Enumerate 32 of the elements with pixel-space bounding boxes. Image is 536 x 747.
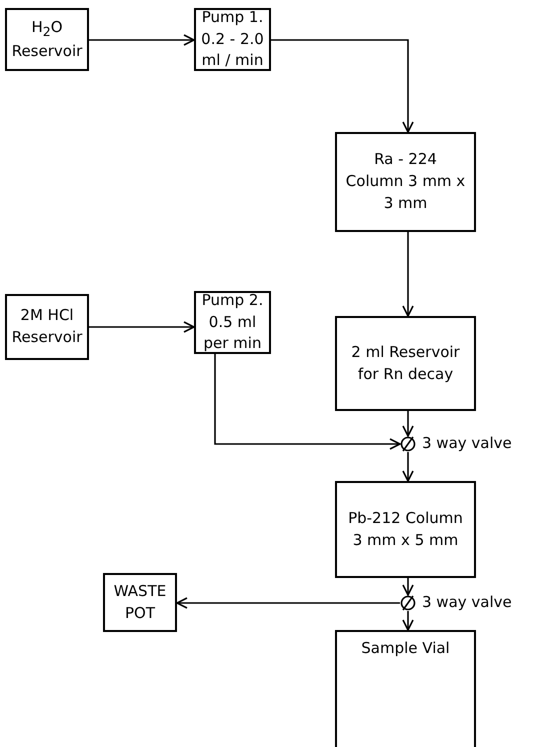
arrow [89,321,195,333]
arrow [214,354,401,450]
valve-symbol [400,595,416,611]
arrow [402,232,414,317]
arrow [402,452,414,482]
valve-symbol [400,436,416,452]
node-label: 2 ml Reservoir for Rn decay [350,342,461,384]
arrow [402,578,414,596]
node-label: H$_{2}$O Reservoir [10,16,84,62]
node-label: WASTE POT [112,580,168,624]
node-label: Pump 2. 0.5 ml per min [200,290,264,354]
node-label: Pb-212 Column 3 mm x 5 mm [347,508,464,550]
valve-label: 3 way valve [422,434,512,452]
node-label: Pump 1. 0.2 - 2.0 ml / min [200,6,265,72]
process-box [335,316,476,411]
process-box [194,291,271,354]
node-label: Ra - 224 Column 3 mm x 3 mm [344,149,466,214]
arrow [402,611,414,631]
vial-box [335,630,476,747]
process-box [335,132,476,232]
process-box [5,294,89,360]
arrow [402,411,414,437]
process-box [194,8,271,71]
process-box [335,481,476,578]
arrow [176,597,400,609]
node-label: 2M HCl Reservoir [10,305,84,348]
process-box [5,8,89,71]
arrow [89,34,195,46]
arrow [271,39,414,133]
node-label: Sample Vial [360,638,451,659]
valve-label: 3 way valve [422,593,512,611]
process-box [103,573,177,632]
